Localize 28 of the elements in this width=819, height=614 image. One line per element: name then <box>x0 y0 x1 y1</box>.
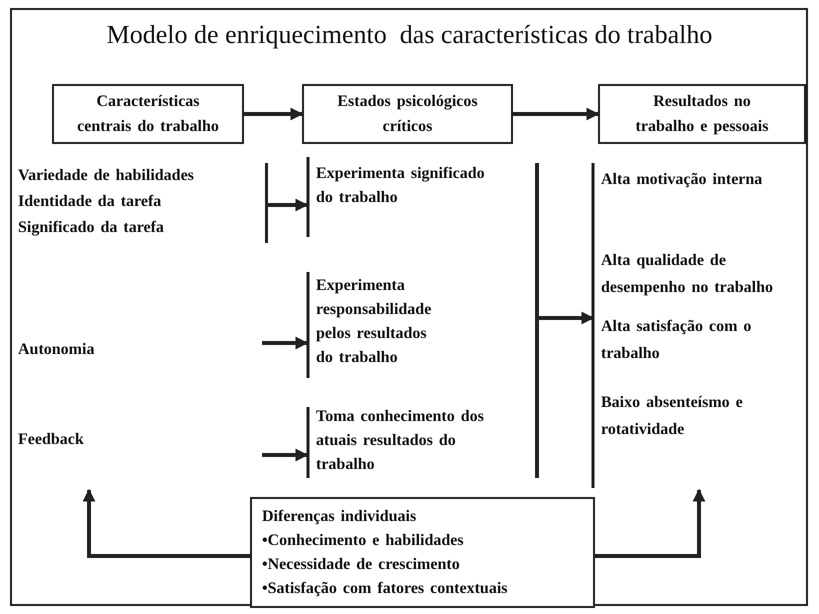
outcome-label: Alta satisfação com o trabalho <box>601 317 752 364</box>
moderator-text: Diferenças individuais <box>262 506 418 526</box>
arrow <box>513 108 600 120</box>
arrow <box>262 336 308 350</box>
arrow <box>268 198 308 212</box>
arrow <box>262 448 308 462</box>
characteristic-label: Feedback <box>18 428 262 490</box>
outcome-label: Baixo absenteísmo e rotatividade <box>601 393 744 440</box>
moderator-text: •Satisfação com fatores contextuais <box>262 578 508 598</box>
arrow <box>82 488 250 558</box>
characteristic-label: Autonomia <box>18 338 262 362</box>
bracketed-list: Variedade de habilidades Identidade da tarefa Significado da tarefa <box>18 163 268 243</box>
header-box: Resultados no trabalho e pessoais <box>598 84 806 144</box>
state-label: Experimenta responsabilidade pelos resultados do trabalho <box>316 276 432 368</box>
arrow <box>539 312 594 324</box>
header-box: Características centrais do trabalho <box>52 84 244 144</box>
moderator-text: •Conhecimento e habilidades <box>262 530 465 550</box>
state-label: Experimenta significado do trabalho <box>316 164 486 208</box>
diagram-title: Modelo de enriquecimento das características do trabalho <box>106 20 714 50</box>
moderator-text: •Necessidade de crescimento <box>262 554 461 574</box>
outcome-label: Alta motivação interna <box>601 170 764 190</box>
arrow <box>244 108 304 120</box>
bracket-bar <box>535 163 539 478</box>
arrow <box>595 488 706 558</box>
header-box: Estados psicológicos críticos <box>302 84 513 144</box>
outcome-label: Alta qualidade de desempenho no trabalho <box>601 251 774 298</box>
moderator-box <box>250 497 595 608</box>
state-label: Toma conhecimento dos atuais resultados do trabalho <box>316 407 484 475</box>
